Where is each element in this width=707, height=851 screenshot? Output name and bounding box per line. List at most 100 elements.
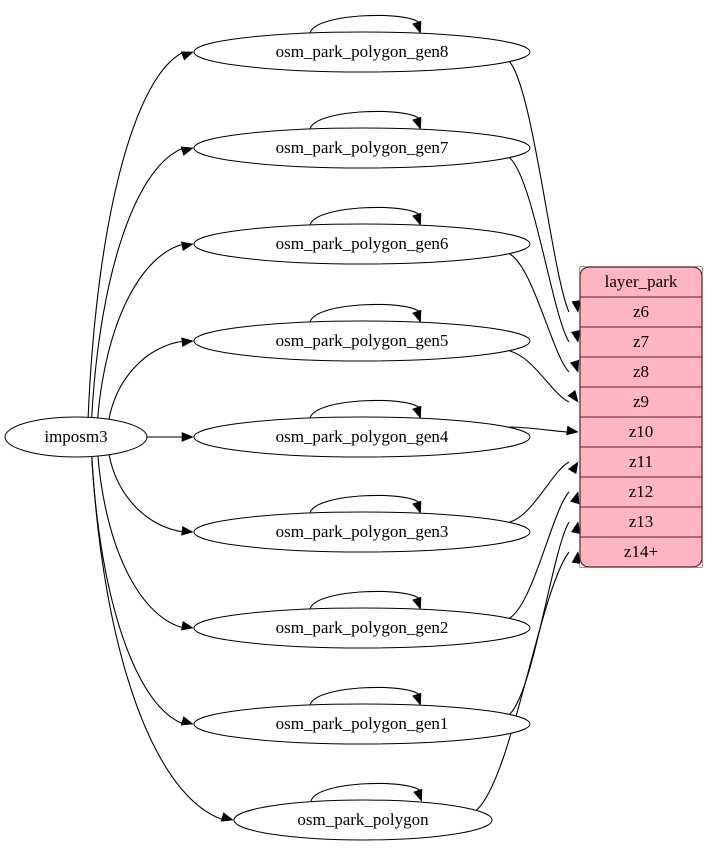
- self-loop-arrow-gen4: [412, 405, 422, 419]
- node-shape: [193, 511, 531, 553]
- table-row-z9[interactable]: [579, 386, 703, 418]
- edge-arrow-imposm3-to-gen1: [180, 716, 194, 726]
- edge-imposm3-to-gen7: [91, 147, 185, 420]
- edges-layer: [87, 14, 582, 822]
- self-loop-gen6: [309, 206, 421, 226]
- edge-gen4-to-z10: [509, 426, 570, 433]
- self-loop-gen2: [309, 590, 421, 610]
- table-row-label: z9: [633, 392, 649, 411]
- self-loop-gen5: [309, 303, 421, 323]
- node-osm_park_polygon_gen3[interactable]: osm_park_polygon_gen3: [193, 511, 531, 553]
- self-loop-base: [310, 782, 422, 802]
- edge-arrow-gen4-to-z10: [566, 425, 579, 436]
- node-label: osm_park_polygon: [297, 810, 429, 829]
- node-label: osm_park_polygon_gen5: [276, 331, 449, 350]
- edge-imposm3-to-gen3: [107, 448, 185, 533]
- self-loop-arrow-gen8: [412, 20, 422, 34]
- edge-arrow-imposm3-to-gen2: [180, 621, 194, 631]
- edge-imposm3-to-gen5: [107, 340, 185, 426]
- node-label: osm_park_polygon_gen1: [276, 714, 449, 733]
- self-loop-gen1: [309, 686, 421, 706]
- edge-arrow-gen2-to-z12: [570, 491, 580, 505]
- node-shape: [193, 127, 531, 169]
- node-imposm3[interactable]: imposm3: [4, 416, 148, 458]
- edge-gen6-to-z8: [509, 253, 570, 373]
- node-osm_park_polygon_gen2[interactable]: osm_park_polygon_gen2: [193, 607, 531, 649]
- node-label: osm_park_polygon_gen4: [276, 427, 449, 446]
- edge-imposm3-to-gen1: [91, 454, 185, 725]
- node-shape: [193, 31, 531, 73]
- node-label: osm_park_polygon_gen3: [276, 522, 449, 541]
- edge-arrow-gen1-to-z13: [571, 521, 581, 535]
- node-osm_park_polygon_gen8[interactable]: osm_park_polygon_gen8: [193, 31, 531, 73]
- table-row-z6[interactable]: [579, 296, 703, 328]
- edge-imposm3-to-gen6: [96, 243, 185, 421]
- self-loop-arrow-gen7: [412, 116, 422, 130]
- edge-arrow-gen6-to-z8: [569, 359, 580, 373]
- edge-arrow-imposm3-to-gen6: [180, 241, 194, 251]
- edge-arrow-imposm3-to-gen3: [181, 525, 194, 536]
- edge-imposm3-to-gen8: [87, 51, 185, 419]
- node-osm_park_polygon_gen5[interactable]: osm_park_polygon_gen5: [193, 320, 531, 362]
- self-loop-arrow-base: [413, 788, 423, 802]
- edge-gen3-to-z11: [509, 461, 570, 523]
- table-row-label: z12: [629, 482, 654, 501]
- table-row-z12[interactable]: [579, 476, 703, 508]
- edge-gen2-to-z12: [509, 491, 570, 619]
- table-row-label: z8: [633, 362, 649, 381]
- edge-imposm3-to-gen2: [97, 453, 185, 629]
- edge-base-to-z14+: [476, 551, 570, 811]
- nodes-layer: imposm3 osm_park_polygon_gen8 osm_park_pol…: [4, 31, 531, 841]
- table-row-z8[interactable]: [579, 356, 703, 388]
- self-loop-gen8: [309, 14, 421, 34]
- edge-gen8-to-z6: [509, 61, 570, 313]
- node-shape: [233, 799, 493, 841]
- node-label: osm_park_polygon_gen6: [276, 234, 449, 253]
- node-osm_park_polygon_gen7[interactable]: osm_park_polygon_gen7: [193, 127, 531, 169]
- self-loop-arrow-gen2: [412, 596, 422, 610]
- table-row-label: z13: [629, 512, 654, 531]
- node-label: osm_park_polygon_gen2: [276, 618, 449, 637]
- table-outline: [579, 266, 703, 568]
- node-osm_park_polygon[interactable]: osm_park_polygon: [233, 799, 493, 841]
- edge-imposm3-to-base: [91, 454, 225, 821]
- node-shape: [193, 607, 531, 649]
- table-row-z7[interactable]: [579, 326, 703, 358]
- layer-park-table[interactable]: layer_park z6 z7 z8 z9 z10 z11 z12 z13 z14+: [579, 266, 703, 568]
- node-label: osm_park_polygon_gen7: [276, 138, 449, 157]
- edge-arrow-gen3-to-z11: [567, 461, 579, 475]
- self-loop-gen7: [309, 110, 421, 130]
- node-osm_park_polygon_gen4[interactable]: osm_park_polygon_gen4: [193, 416, 531, 458]
- edge-arrow-gen5-to-z9: [567, 390, 579, 403]
- edge-gen7-to-z7: [509, 157, 570, 343]
- self-loop-arrow-gen1: [412, 692, 422, 706]
- table-header-label: layer_park: [605, 272, 678, 291]
- edge-arrow-imposm3-to-gen4: [181, 432, 194, 442]
- edge-gen1-to-z13: [509, 521, 570, 715]
- table-row-label: z7: [633, 332, 650, 351]
- edge-arrow-imposm3-to-gen7: [180, 146, 194, 156]
- table-row-label: z11: [629, 452, 653, 471]
- node-osm_park_polygon_gen1[interactable]: osm_park_polygon_gen1: [193, 703, 531, 745]
- node-label: osm_park_polygon_gen8: [276, 42, 449, 61]
- node-shape: [193, 703, 531, 745]
- node-osm_park_polygon_gen6[interactable]: osm_park_polygon_gen6: [193, 223, 531, 265]
- edge-arrow-gen8-to-z6: [571, 300, 582, 313]
- edge-gen5-to-z9: [509, 350, 570, 403]
- self-loop-gen3: [309, 494, 421, 514]
- self-loop-gen4: [309, 399, 421, 419]
- table-row-label: z10: [629, 422, 654, 441]
- node-shape: [4, 416, 148, 458]
- table-row-label: z6: [633, 302, 649, 321]
- edge-arrow-imposm3-to-gen8: [180, 51, 194, 61]
- node-shape: [193, 416, 531, 458]
- table-row-label: z14+: [624, 542, 658, 561]
- node-shape: [193, 223, 531, 265]
- edge-arrow-imposm3-to-gen5: [181, 337, 194, 348]
- self-loop-arrow-gen6: [412, 212, 422, 226]
- edge-arrow-gen7-to-z7: [571, 329, 581, 343]
- node-label: imposm3: [44, 427, 107, 446]
- edge-arrow-imposm3-to-base: [220, 812, 234, 822]
- self-loop-arrow-gen5: [412, 309, 422, 323]
